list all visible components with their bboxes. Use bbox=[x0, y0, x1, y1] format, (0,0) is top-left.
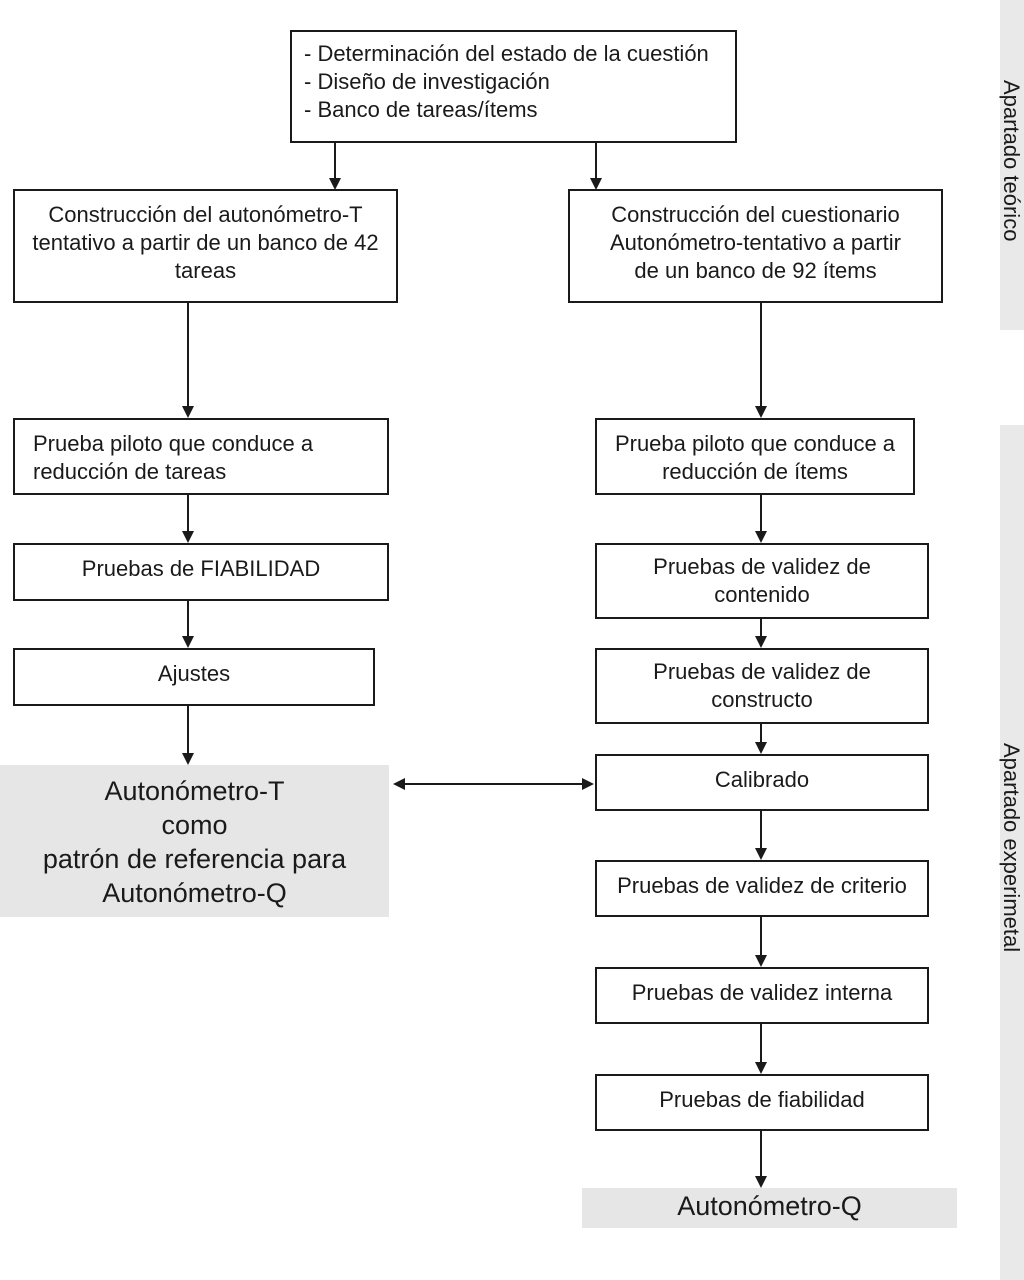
left-fiabilidad-box: Pruebas de FIABILIDAD bbox=[13, 543, 389, 601]
left-construccion-line-2: tentativo a partir de un banco de 42 bbox=[32, 230, 379, 255]
left-construccion-line-3: tareas bbox=[174, 258, 237, 283]
right-calibrado-label: Calibrado bbox=[714, 767, 810, 792]
top-line-3: - Banco de tareas/ítems bbox=[304, 97, 538, 122]
apartado-experimental-band bbox=[1000, 425, 1024, 1280]
left-construccion-line-1: Construcción del autonómetro-T bbox=[48, 202, 363, 227]
right-criterio-label: Pruebas de validez de criterio bbox=[617, 873, 907, 898]
left-ajustes-box: Ajustes bbox=[13, 648, 375, 706]
top-line-2: - Diseño de investigación bbox=[304, 69, 550, 94]
autonometro-q-final-box: Autonómetro-Q bbox=[582, 1188, 957, 1228]
right-interna-label: Pruebas de validez interna bbox=[631, 980, 893, 1005]
right-contenido-line-1: Pruebas de validez de bbox=[653, 554, 871, 579]
right-construccion-line-2: Autonómetro-tentativo a partir bbox=[609, 230, 902, 255]
autonometro-t-line-4: Autonómetro-Q bbox=[102, 878, 287, 908]
left-construccion-box: Construcción del autonómetro-T tentativo… bbox=[13, 189, 398, 303]
autonometro-t-line-1: Autonómetro-T bbox=[104, 776, 285, 806]
autonometro-t-line-2: como bbox=[161, 810, 228, 840]
right-contenido-box: Pruebas de validez de contenido bbox=[595, 543, 929, 619]
apartado-teorico-label: Apartado teórico bbox=[999, 80, 1024, 242]
left-piloto-box: Prueba piloto que conduce a reducción de… bbox=[13, 418, 389, 495]
top-box: - Determinación del estado de la cuestió… bbox=[290, 30, 737, 143]
right-construccion-box: Construcción del cuestionario Autonómetr… bbox=[568, 189, 943, 303]
right-construccion-line-3: de un banco de 92 ítems bbox=[634, 258, 877, 283]
right-fiabilidad-label: Pruebas de fiabilidad bbox=[659, 1087, 865, 1112]
right-piloto-box: Prueba piloto que conduce a reducción de… bbox=[595, 418, 915, 495]
left-piloto-line-1: Prueba piloto que conduce a bbox=[33, 431, 314, 456]
right-construccion-line-1: Construcción del cuestionario bbox=[611, 202, 900, 227]
apartado-experimental-label: Apartado experimetal bbox=[999, 743, 1024, 953]
right-piloto-line-1: Prueba piloto que conduce a bbox=[614, 431, 896, 456]
left-ajustes-label: Ajustes bbox=[157, 661, 231, 686]
apartado-teorico-band bbox=[1000, 0, 1024, 330]
left-fiabilidad-label: Pruebas de FIABILIDAD bbox=[81, 556, 321, 581]
right-calibrado-box: Calibrado bbox=[595, 754, 929, 811]
autonometro-t-line-3: patrón de referencia para bbox=[42, 844, 347, 874]
right-fiabilidad-box: Pruebas de fiabilidad bbox=[595, 1074, 929, 1131]
right-constructo-line-2: constructo bbox=[711, 687, 813, 712]
right-contenido-line-2: contenido bbox=[714, 582, 810, 607]
right-interna-box: Pruebas de validez interna bbox=[595, 967, 929, 1024]
right-constructo-line-1: Pruebas de validez de bbox=[653, 659, 871, 684]
autonometro-t-final-box: Autonómetro-T como patrón de referencia … bbox=[0, 765, 389, 917]
autonometro-q-label: Autonómetro-Q bbox=[677, 1191, 862, 1221]
right-constructo-box: Pruebas de validez de constructo bbox=[595, 648, 929, 724]
right-criterio-box: Pruebas de validez de criterio bbox=[595, 860, 929, 917]
top-line-1: - Determinación del estado de la cuestió… bbox=[304, 41, 709, 66]
right-piloto-line-2: reducción de ítems bbox=[662, 459, 848, 484]
left-piloto-line-2: reducción de tareas bbox=[33, 459, 227, 484]
